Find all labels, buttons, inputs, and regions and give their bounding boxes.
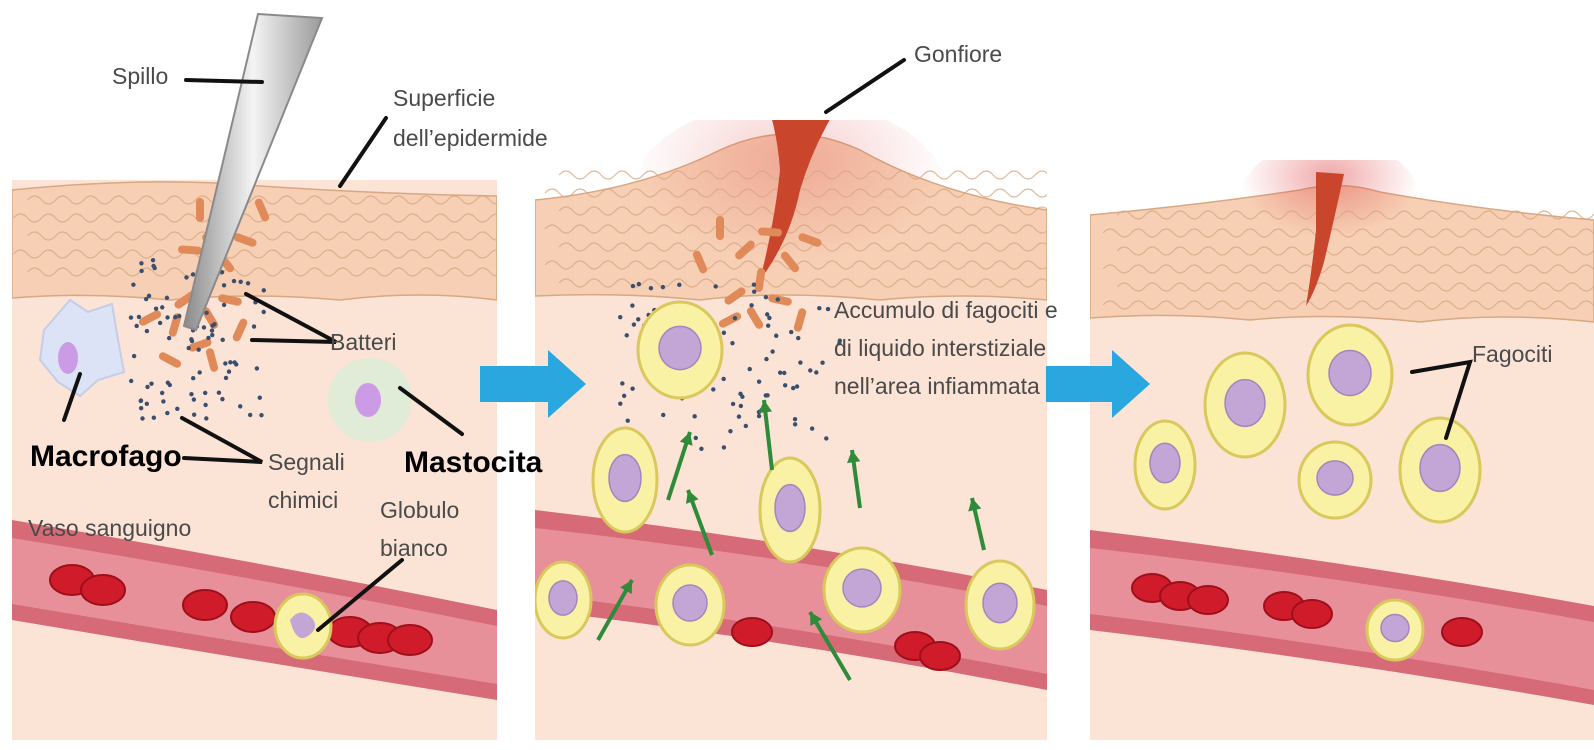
label-skin-surface: Superficie — [393, 85, 495, 111]
label-phagocytes: Fagociti — [1472, 341, 1553, 367]
label-accumulation: Accumulo di fagociti e — [834, 297, 1058, 323]
label-pin: Spillo — [112, 63, 168, 89]
label-skin-surface-line2: dell’epidermide — [393, 125, 548, 151]
label-mast-cell: Mastocita — [404, 446, 543, 479]
label-white-blood-cell: Globulo — [380, 497, 459, 523]
label-swelling: Gonfiore — [914, 41, 1002, 67]
label-chemical-signals-line2: chimici — [268, 487, 338, 513]
label-accumulation-line2: di liquido interstiziale — [834, 335, 1046, 361]
label-accumulation-line3: nell’area infiammata — [834, 373, 1040, 399]
label-bacteria: Batteri — [330, 329, 396, 355]
label-white-blood-cell-line2: bianco — [380, 535, 448, 561]
label-macrophage: Macrofago — [30, 440, 182, 473]
panel-3-phagocytosis — [1090, 140, 1594, 740]
label-blood-vessel: Vaso sanguigno — [28, 515, 191, 541]
label-chemical-signals: Segnali — [268, 449, 345, 475]
mast-cell — [328, 358, 412, 442]
panel-2-swelling — [535, 100, 1091, 740]
